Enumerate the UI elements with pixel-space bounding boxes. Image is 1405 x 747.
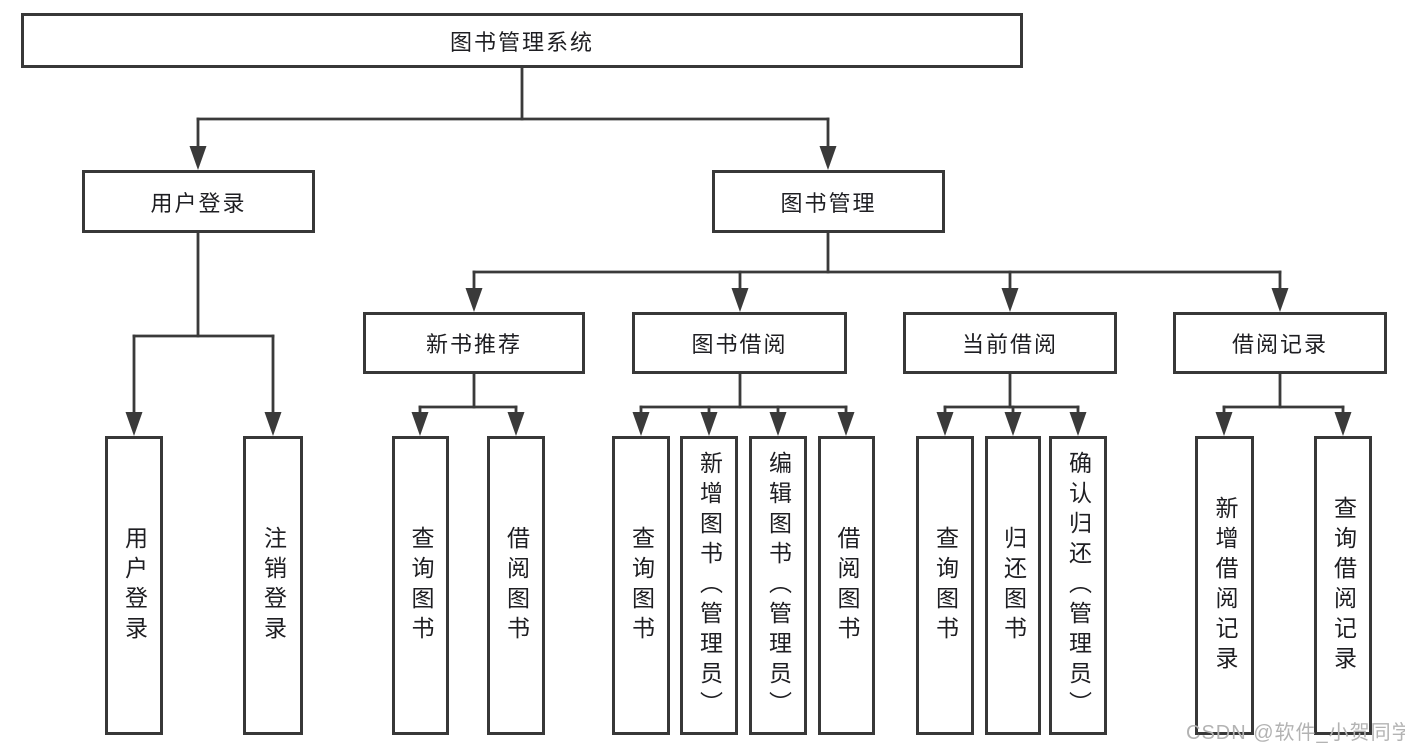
- node-user-login-label: 用户登录: [150, 190, 247, 216]
- node-book-borrow-label: 图书借阅: [691, 332, 788, 357]
- node-user-login: 用户登录: [82, 170, 315, 233]
- node-book-management-label: 图书管理: [780, 190, 877, 216]
- leaf-edit-book-admin: 编辑图书（管理员）: [749, 436, 807, 735]
- node-book-management: 图书管理: [712, 170, 945, 233]
- node-root: 图书管理系统: [21, 13, 1023, 68]
- leaf-query-book-2: 查询图书: [612, 436, 670, 735]
- node-book-borrow: 图书借阅: [632, 312, 847, 374]
- leaf-logout: 注销登录: [243, 436, 303, 735]
- leaf-query-book-1: 查询图书: [392, 436, 449, 735]
- leaf-borrow-book-1: 借阅图书: [487, 436, 545, 735]
- node-root-label: 图书管理系统: [449, 29, 594, 55]
- leaf-borrow-book-2: 借阅图书: [818, 436, 875, 735]
- leaf-query-borrow-record: 查询借阅记录: [1314, 436, 1372, 735]
- leaf-return-book: 归还图书: [985, 436, 1041, 735]
- leaf-confirm-return-admin: 确认归还（管理员）: [1049, 436, 1107, 735]
- leaf-query-book-3: 查询图书: [916, 436, 974, 735]
- leaf-add-borrow-record: 新增借阅记录: [1195, 436, 1254, 735]
- csdn-watermark: CSDN @软件_小贺同学: [1186, 722, 1405, 744]
- leaf-add-book-admin: 新增图书（管理员）: [680, 436, 738, 735]
- node-current-borrow: 当前借阅: [903, 312, 1117, 374]
- node-borrow-record: 借阅记录: [1173, 312, 1387, 374]
- node-new-book-recommend-label: 新书推荐: [425, 332, 522, 357]
- node-borrow-record-label: 借阅记录: [1231, 332, 1328, 357]
- node-new-book-recommend: 新书推荐: [363, 312, 585, 374]
- leaf-user-login: 用户登录: [105, 436, 163, 735]
- node-current-borrow-label: 当前借阅: [961, 332, 1058, 357]
